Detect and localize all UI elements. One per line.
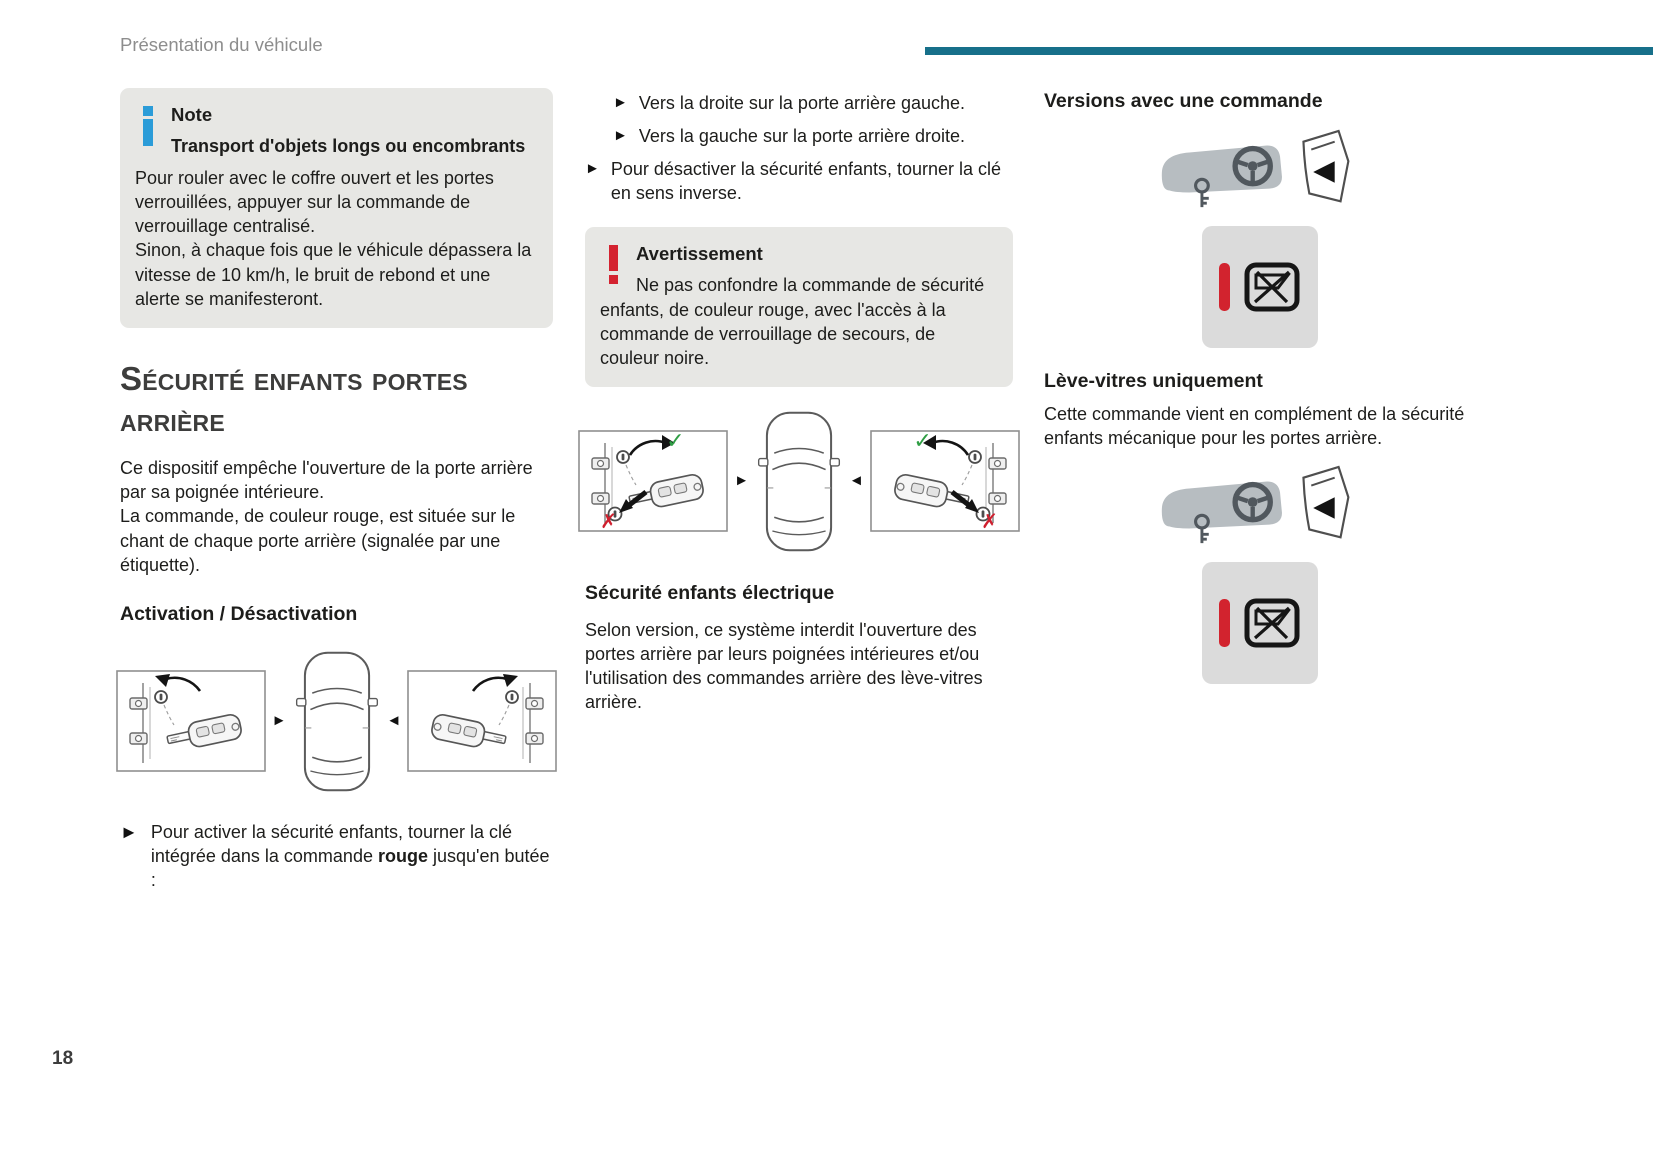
warning-box: Avertissement Ne pas confondre la comman…	[585, 227, 1013, 387]
note-subtitle: Transport d'objets longs ou encombrants	[171, 135, 526, 156]
car-top-view-icon	[293, 649, 381, 794]
bullet-turn-right-text: Vers la droite sur la porte arrière gauc…	[638, 93, 966, 113]
window-disabled-icon	[1243, 258, 1301, 316]
column-middle: ► Vers la droite sur la porte arrière ga…	[585, 88, 1013, 714]
electric-child-safety-illustration: ✓ ✗ ► ◄ ✓ ✗	[585, 409, 1013, 554]
check-icon: ✓	[666, 428, 685, 454]
note-title: Note	[171, 104, 213, 125]
subheading-electric-child-safety: Sécurité enfants électrique	[585, 581, 835, 604]
left-rear-door-lock-panel	[116, 670, 266, 772]
cross-icon: ✗	[600, 510, 617, 533]
bullet-activate-post: jusqu'en butée :	[150, 846, 550, 891]
window-disabled-icon	[1243, 594, 1301, 652]
bullet-activate-bold: rouge	[377, 846, 428, 867]
bullet-turn-left: ► Vers la gauche sur la porte arrière dr…	[613, 124, 1013, 148]
warning-icon-bar	[608, 245, 618, 272]
left-rear-door-lock-panel: ✓ ✗	[578, 428, 728, 533]
subheading-activation: Activation / Désactivation	[120, 602, 358, 625]
right-rear-door-lock-panel: ✓ ✗	[870, 428, 1020, 533]
warning-icon-dot	[608, 275, 618, 285]
page-number: 18	[52, 1048, 74, 1069]
warning-icon	[607, 245, 619, 285]
window-lock-pictogram	[1202, 226, 1318, 349]
note-body-2: Sinon, à chaque fois que le véhicule dép…	[135, 240, 532, 309]
windows-only-body: Cette commande vient en complément de la…	[1044, 404, 1465, 449]
note-box: Note Transport d'objets longs ou encombr…	[120, 88, 553, 328]
bullet-arrow-icon: ►	[585, 160, 600, 178]
heading-windows-only: Lève-vitres uniquement	[1044, 370, 1263, 393]
window-lock-pictogram	[1202, 562, 1318, 685]
electric-child-safety-body: Selon version, ce système interdit l'ouv…	[585, 619, 983, 713]
column-left: Note Transport d'objets longs ou encombr…	[120, 88, 553, 901]
child-safety-paragraph-1: Ce dispositif empêche l'ouverture de la …	[120, 458, 533, 503]
section-title-child-safety: Sécurité enfants portes arrière	[120, 359, 468, 438]
pointer-right-icon: ►	[734, 472, 749, 490]
bullet-deactivate: ► Pour désactiver la sécurité enfants, t…	[585, 157, 1013, 205]
bullet-activate: ► Pour activer la sécurité enfants, tour…	[120, 820, 553, 892]
child-safety-paragraph-2: La commande, de couleur rouge, est situé…	[120, 506, 516, 575]
dashboard-door-illustration	[1044, 126, 1476, 216]
column-right: Versions avec une commande Lève-vitres u…	[1044, 88, 1476, 704]
dashboard-door-illustration	[1044, 462, 1476, 552]
info-icon-dot	[143, 106, 153, 116]
dashboard-steering-door-icon	[1158, 462, 1363, 552]
pointer-left-icon: ◄	[849, 472, 864, 490]
right-rear-door-lock-panel	[407, 670, 557, 772]
info-icon	[142, 106, 154, 146]
cross-icon: ✗	[981, 510, 998, 533]
bullet-arrow-icon: ►	[613, 94, 628, 111]
bullet-activate-text: Pour activer la sécurité enfants, tourne…	[151, 820, 553, 892]
bullet-arrow-icon: ►	[120, 821, 138, 842]
activation-illustration: ► ◄	[120, 649, 553, 794]
pointer-right-icon: ►	[271, 712, 287, 730]
check-icon: ✓	[913, 428, 932, 454]
bullet-arrow-icon: ►	[613, 127, 628, 145]
bullet-activate-pre: Pour activer la sécurité enfants, tourne…	[150, 821, 513, 867]
bullet-turn-left-text: Vers la gauche sur la porte arrière droi…	[638, 126, 966, 147]
red-indicator-bar	[1219, 263, 1230, 312]
dashboard-steering-door-icon	[1158, 126, 1363, 216]
info-icon-bar	[143, 119, 153, 146]
bullet-deactivate-text: Pour désactiver la sécurité enfants, tou…	[610, 159, 1002, 204]
header-accent-bar	[925, 47, 1653, 55]
red-indicator-bar	[1219, 599, 1230, 648]
warning-title: Avertissement	[636, 243, 763, 265]
warning-body: Ne pas confondre la commande de sécurité…	[600, 275, 985, 368]
pointer-left-icon: ◄	[386, 712, 402, 730]
door-lock-key-icon	[407, 670, 557, 772]
door-lock-key-icon	[116, 670, 266, 772]
bullet-turn-right: ► Vers la droite sur la porte arrière ga…	[613, 91, 1013, 115]
note-body-1: Pour rouler avec le coffre ouvert et les…	[135, 168, 494, 237]
running-header: Présentation du véhicule	[120, 34, 323, 55]
car-top-view-icon	[755, 409, 843, 554]
heading-command-versions: Versions avec une commande	[1044, 90, 1323, 112]
